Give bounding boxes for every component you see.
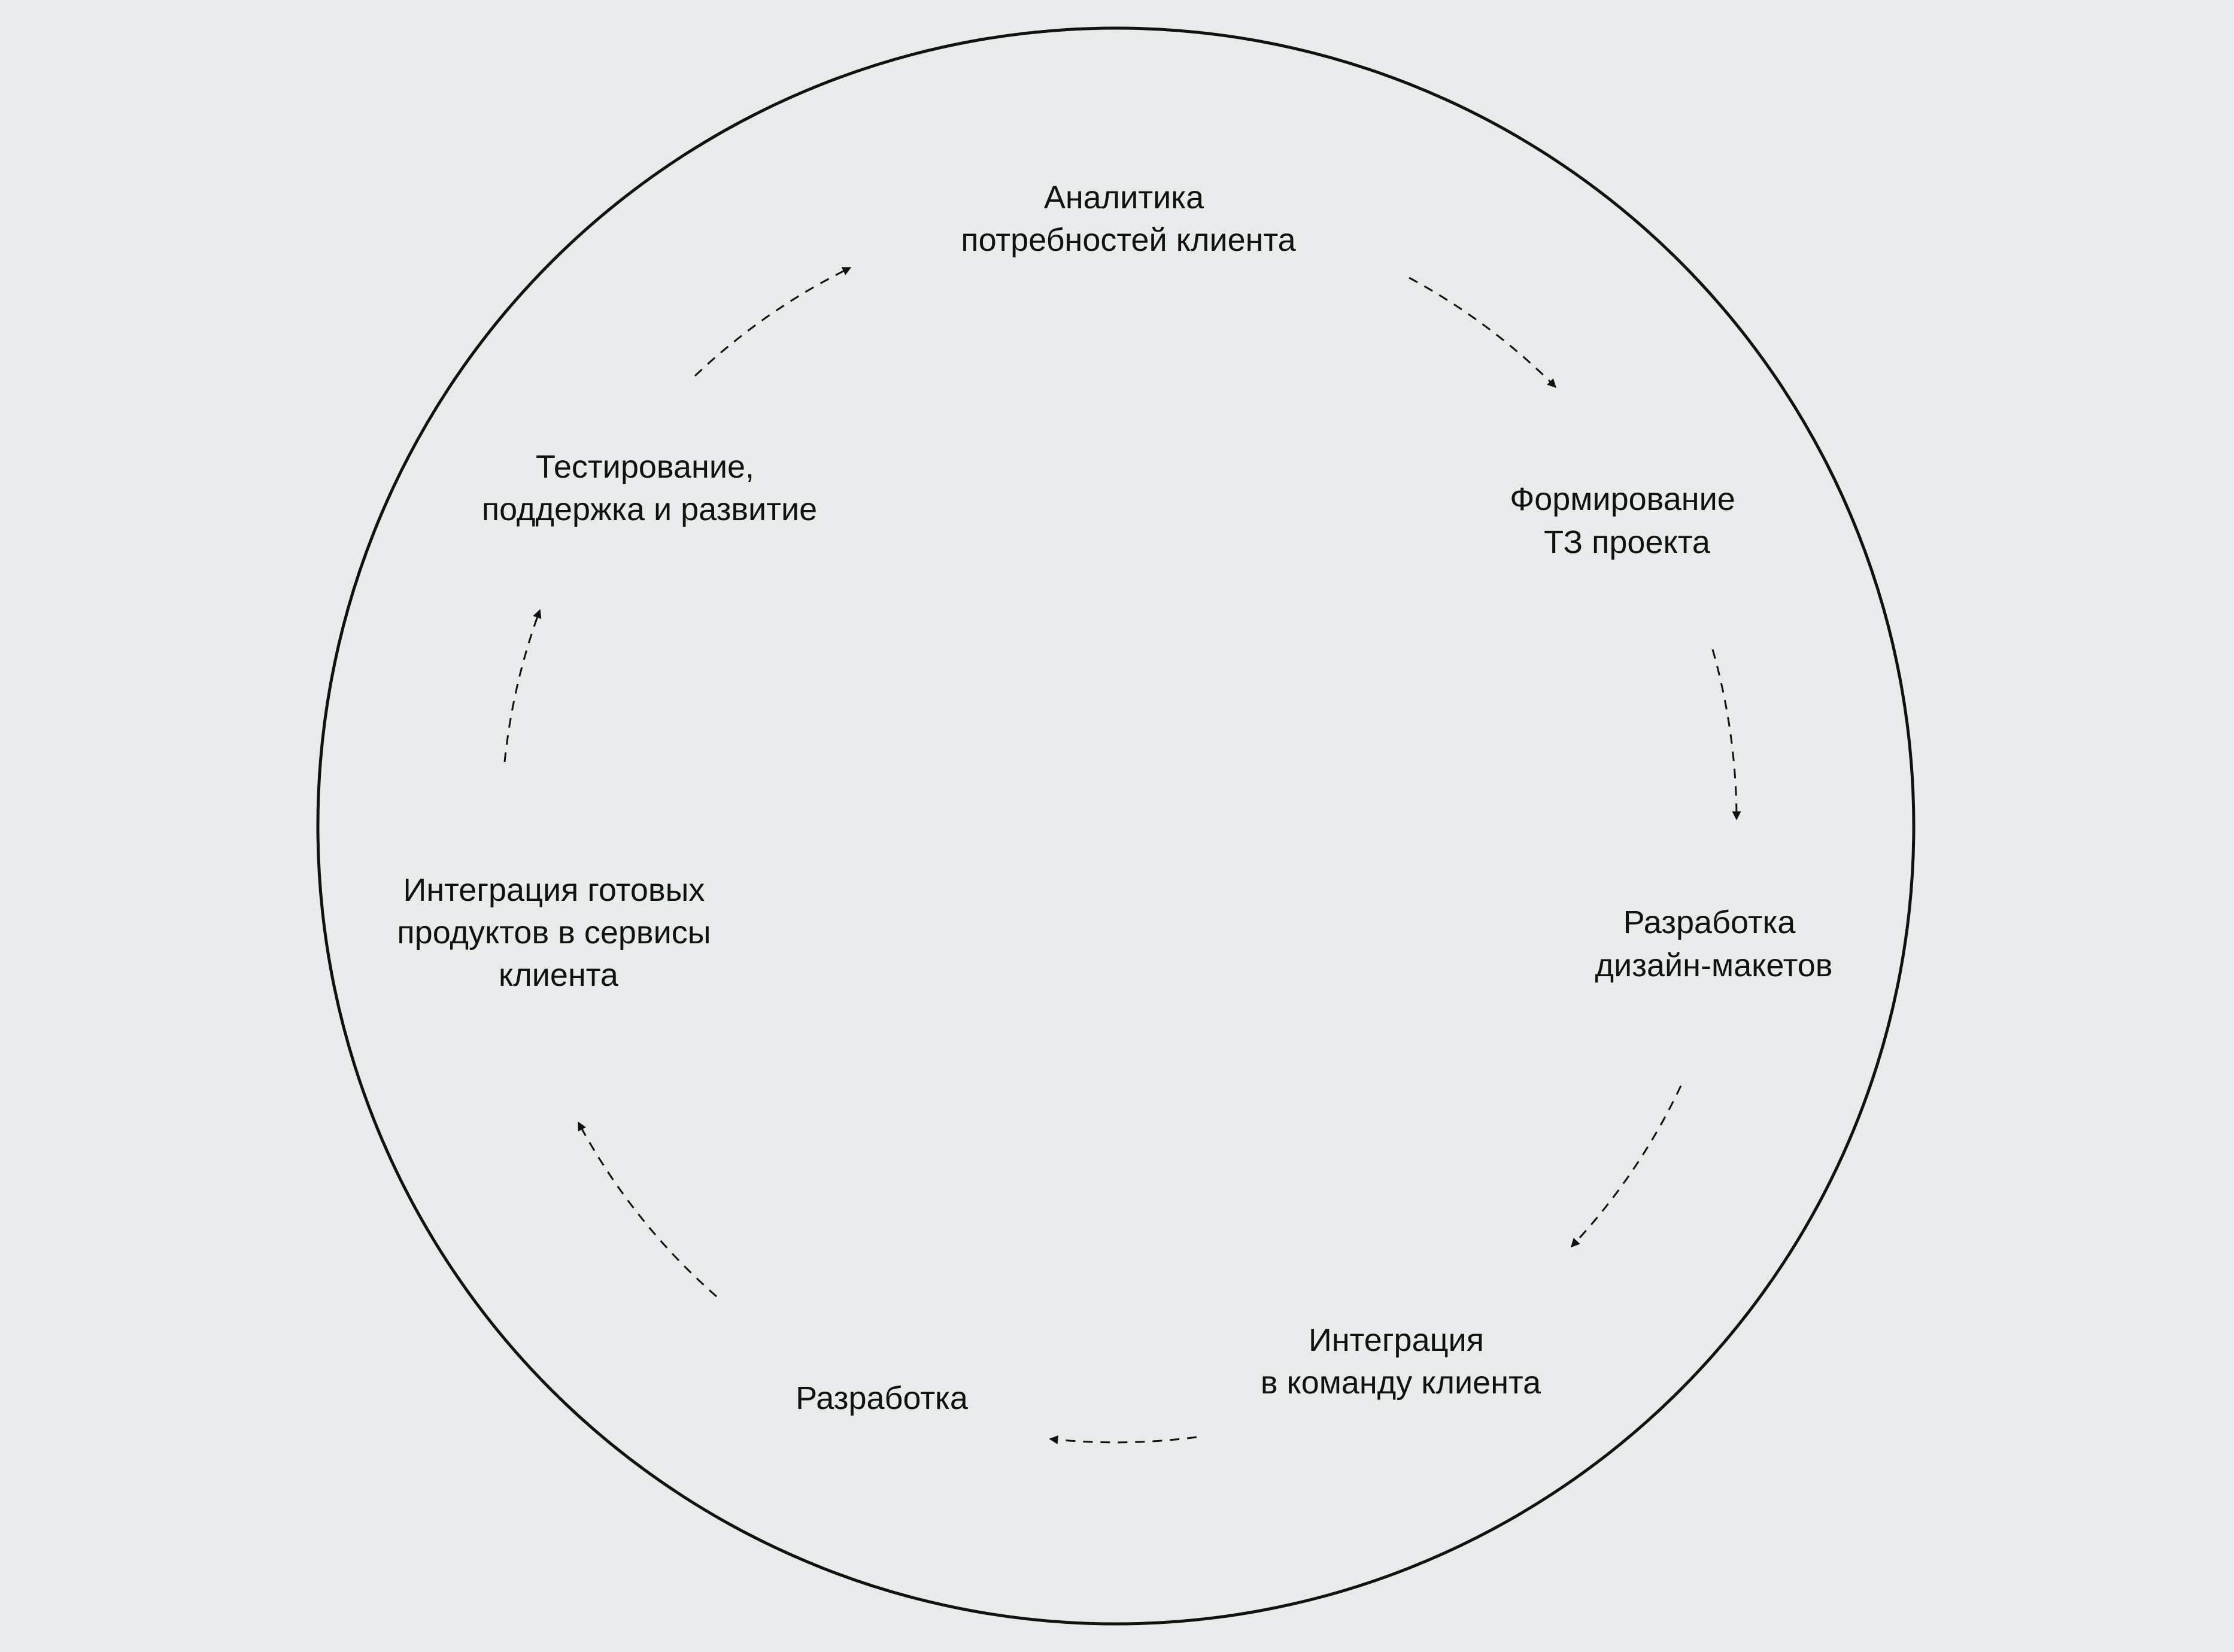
- step-team-integration: Интеграция в команду клиента: [1261, 1322, 1541, 1401]
- step-product-integration: Интеграция готовых продуктов в сервисы к…: [397, 872, 720, 993]
- arrow-3-to-4: [1570, 1085, 1682, 1248]
- arrow-4-to-5: [1049, 1435, 1197, 1444]
- step-analytics: Аналитика потребностей клиента: [961, 180, 1296, 258]
- outer-circle: [316, 26, 1916, 1626]
- step-testing: Тестирование, поддержка и развитие: [482, 449, 817, 527]
- step-development: Разработка: [796, 1380, 969, 1416]
- arrow-6-to-7: [503, 609, 542, 763]
- step-design: Разработка дизайн-макетов: [1595, 904, 1833, 983]
- step-spec: Формирование ТЗ проекта: [1510, 481, 1744, 560]
- arrow-5-to-6: [577, 1121, 717, 1298]
- arrow-7-to-1: [694, 266, 852, 377]
- arrow-2-to-3: [1711, 649, 1741, 821]
- arrow-1-to-2: [1409, 277, 1557, 388]
